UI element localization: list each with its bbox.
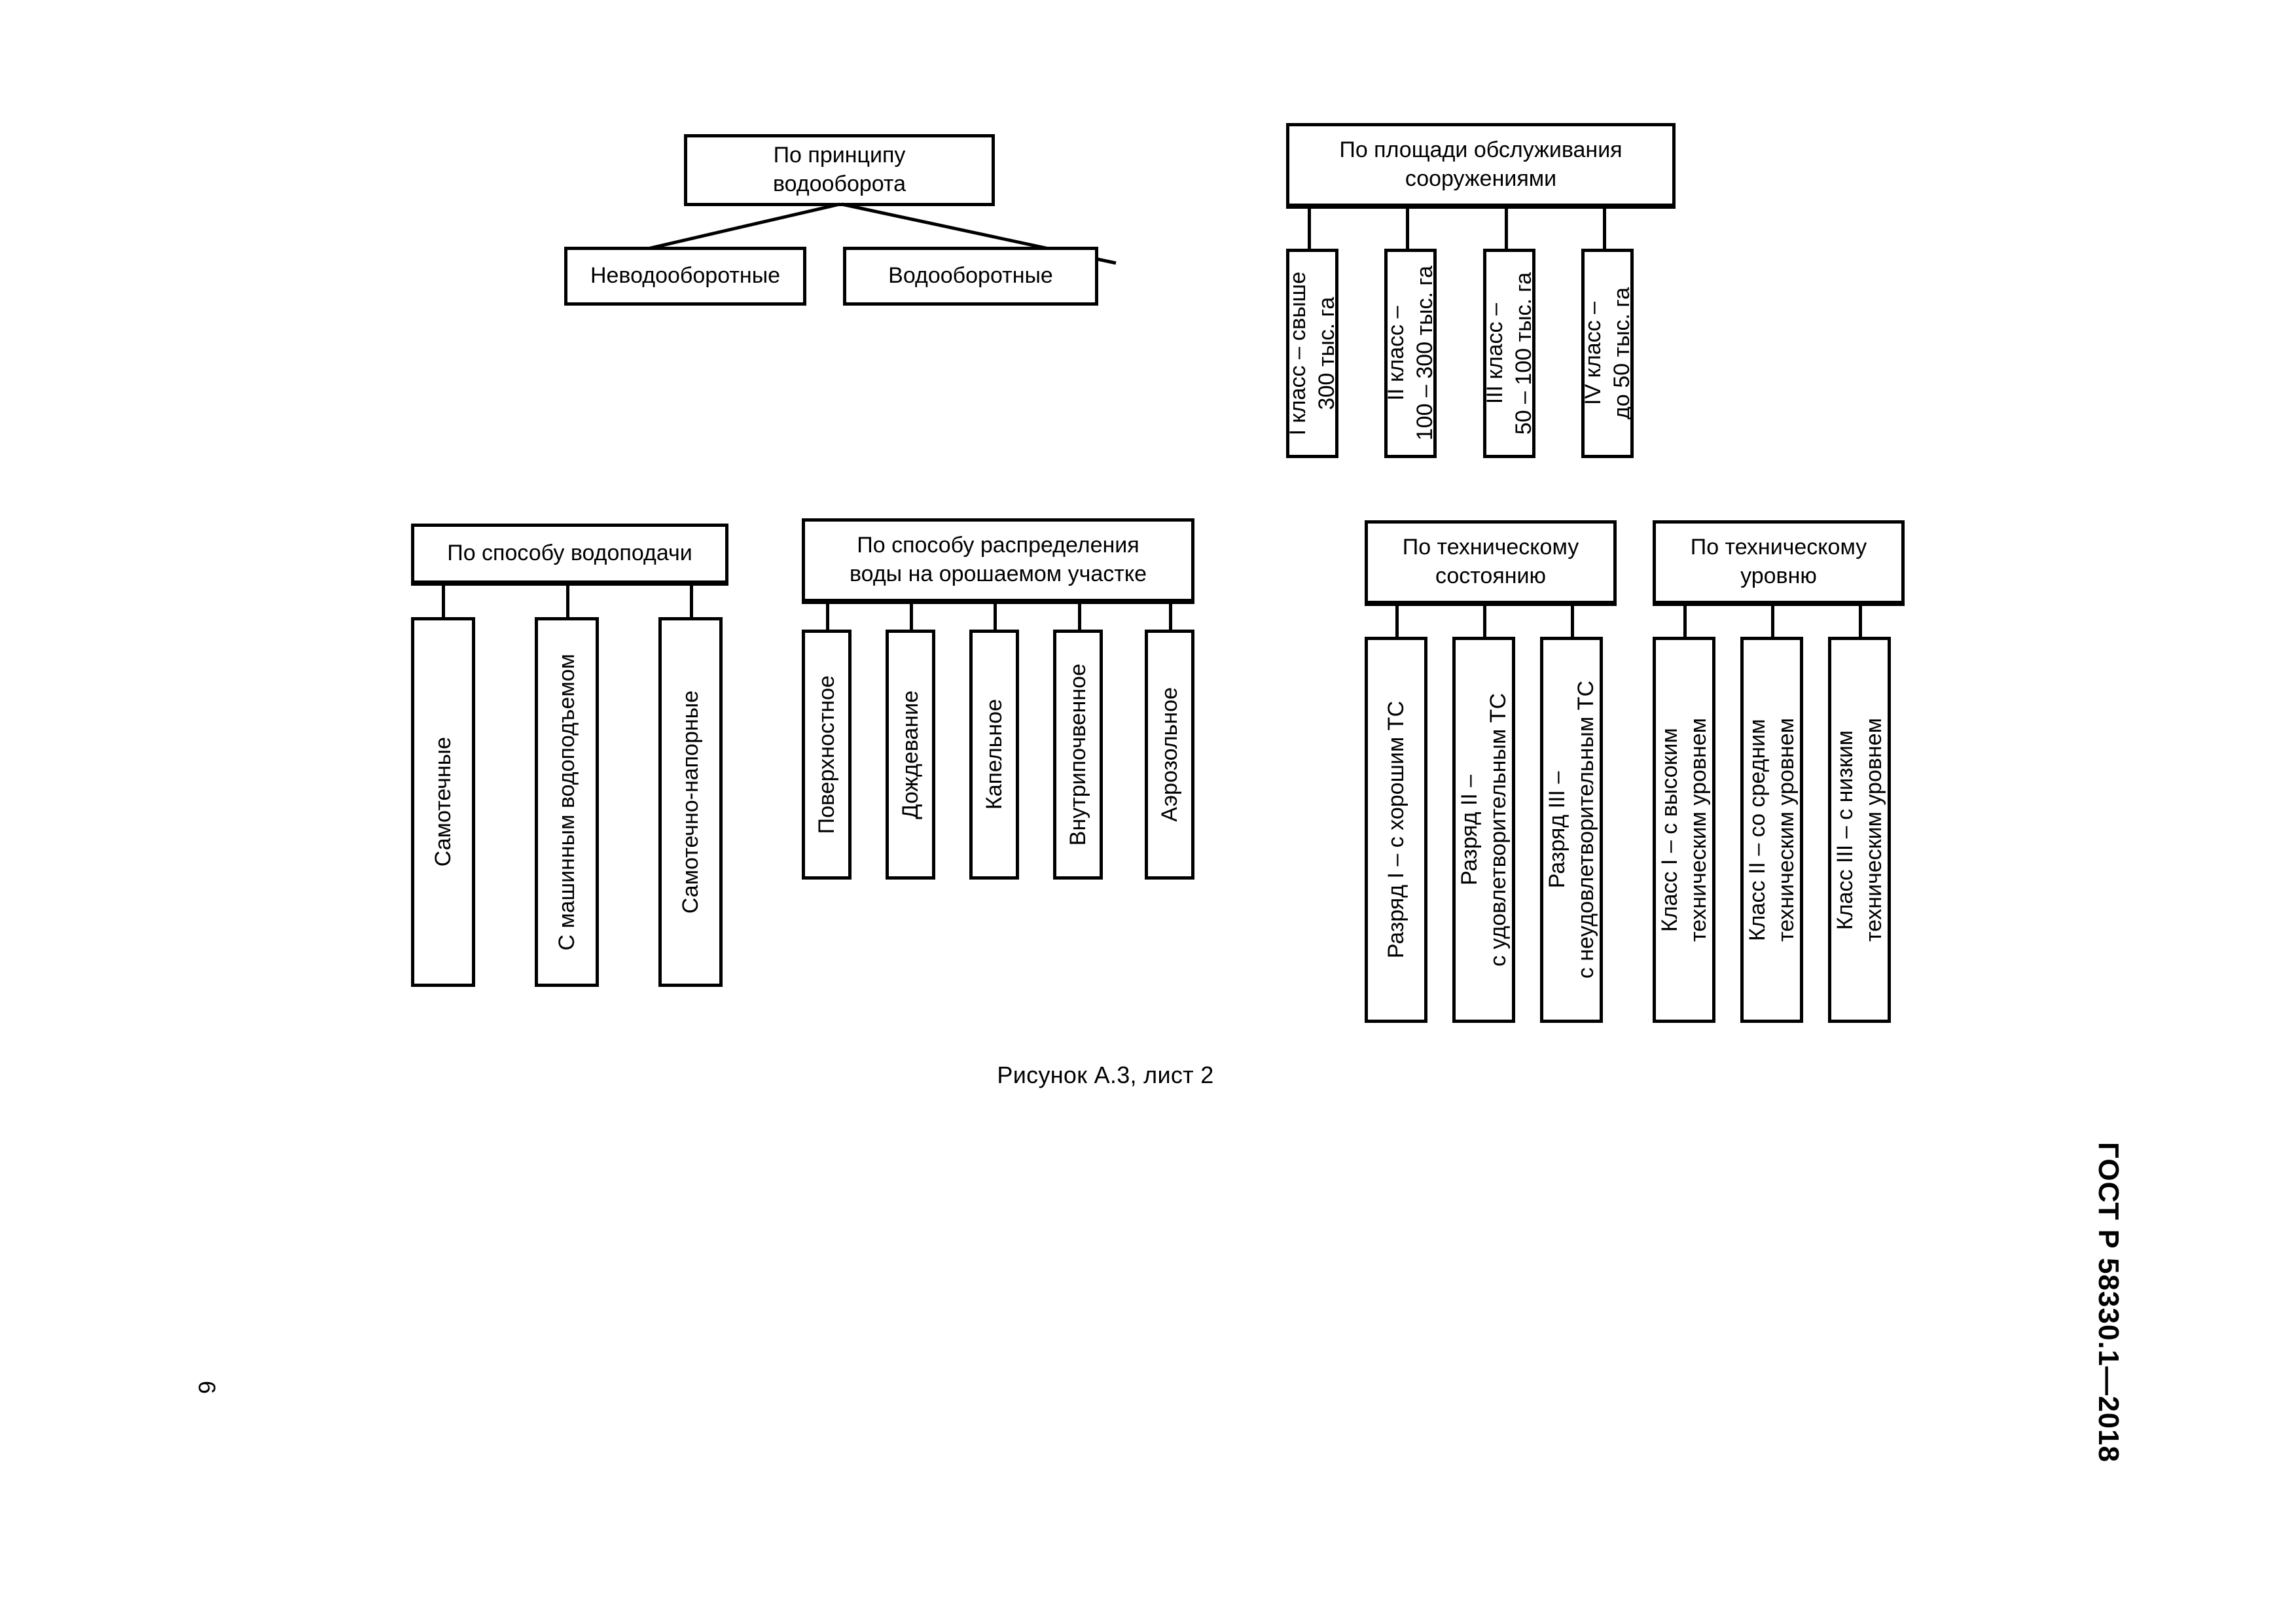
leaf-klass-1-technical-level: Класс I – с высоким техническим уровнем xyxy=(1653,637,1715,1023)
connector-bus-group3 xyxy=(411,582,728,586)
connector-bus-group4 xyxy=(802,601,1194,604)
leaf-label: II класс – 100 – 300 тыс. га xyxy=(1383,266,1437,441)
group-title-service-area: По площади обслуживания сооружениями xyxy=(1286,123,1676,207)
leaf-razryad-3: Разряд III – с неудовлетворительным ТС xyxy=(1540,637,1603,1023)
connector-drop-group6-3 xyxy=(1859,603,1862,638)
connector-drop-group6-2 xyxy=(1771,603,1774,638)
leaf-poverkhnostnoe: Поверхностное xyxy=(802,630,852,880)
connector-drop-group4-4 xyxy=(1078,601,1081,635)
leaf-label: Самотечно-напорные xyxy=(677,690,703,914)
connector-drop-group3-2 xyxy=(566,582,569,618)
connector-drop-group2-1 xyxy=(1308,205,1311,250)
leaf-razryad-1: Разряд I – с хорошим ТС xyxy=(1365,637,1427,1023)
standard-number-sidebar: ГОСТ Р 58330.1—2018 xyxy=(2092,1142,2125,1463)
leaf-samotechno-napornye: Самотечно-напорные xyxy=(658,617,723,987)
connector-drop-group4-5 xyxy=(1169,601,1172,635)
leaf-klass-2-technical-level: Класс II – со средним техническим уровне… xyxy=(1740,637,1803,1023)
leaf-label: Капельное xyxy=(981,699,1007,810)
connector-drop-group2-4 xyxy=(1603,205,1606,250)
leaf-label: С машинным водоподъемом xyxy=(554,653,579,951)
leaf-klass-3-technical-level: Класс III – с низким техническим уровнем xyxy=(1828,637,1891,1023)
leaf-nevodooborotnye: Неводооборотные xyxy=(564,247,806,306)
leaf-label: Класс I – с высоким техническим уровнем xyxy=(1657,718,1711,942)
leaf-class-3-service-area: III класс – 50 – 100 тыс. га xyxy=(1482,249,1536,458)
connector-drop-group4-2 xyxy=(910,601,913,635)
leaf-class-2-service-area: II класс – 100 – 300 тыс. га xyxy=(1384,249,1437,458)
figure-caption: Рисунок А.3, лист 2 xyxy=(0,1061,2296,1089)
leaf-label: Самотечные xyxy=(430,737,456,867)
group-title-water-distribution-method: По способу распределения воды на орошаем… xyxy=(802,518,1194,602)
leaf-vnutripochvennoe: Внутрипочвенное xyxy=(1053,630,1103,880)
connector-bus-group2 xyxy=(1286,205,1676,209)
connector-drop-group4-1 xyxy=(826,601,829,635)
group-title-technical-condition: По техническому состоянию xyxy=(1365,520,1617,604)
leaf-label: Класс III – с низким техническим уровнем xyxy=(1832,718,1886,942)
leaf-label: Класс II – со средним техническим уровне… xyxy=(1744,718,1799,942)
group-title-technical-level: По техническому уровню xyxy=(1653,520,1905,604)
connector-drop-group5-1 xyxy=(1395,603,1399,638)
figure-caption-text: Рисунок А.3, лист 2 xyxy=(997,1061,1214,1088)
connector-drop-group4-3 xyxy=(994,601,997,635)
leaf-kapelnoe: Капельное xyxy=(969,630,1019,880)
connector-drop-group2-2 xyxy=(1406,205,1409,250)
leaf-label: I класс – свыше 300 тыс. га xyxy=(1285,271,1339,436)
leaf-label: Внутрипочвенное xyxy=(1065,663,1090,846)
connector-drop-group5-3 xyxy=(1571,603,1574,638)
leaf-class-1-service-area: I класс – свыше 300 тыс. га xyxy=(1285,249,1339,458)
connector-drop-group3-3 xyxy=(690,582,693,618)
leaf-razryad-2: Разряд II – с удовлетворительным ТС xyxy=(1452,637,1515,1023)
group-title-water-supply-method: По способу водоподачи xyxy=(411,524,728,584)
leaf-label: Аэрозольное xyxy=(1157,687,1182,822)
leaf-vodooborotnye: Водооборотные xyxy=(843,247,1098,306)
leaf-class-4-service-area: IV класс – до 50 тыс. га xyxy=(1581,249,1634,458)
connector-bus-group5 xyxy=(1365,603,1617,606)
leaf-label: IV класс – до 50 тыс. га xyxy=(1580,287,1634,419)
leaf-label: Разряд II – с удовлетворительным ТС xyxy=(1456,693,1511,967)
leaf-aerozolnoe: Аэрозольное xyxy=(1145,630,1194,880)
leaf-dozhdevanie: Дождевание xyxy=(886,630,935,880)
leaf-label: III класс – 50 – 100 тыс. га xyxy=(1482,272,1536,435)
leaf-s-mashinnym-vodopodyemom: С машинным водоподъемом xyxy=(535,617,599,987)
connector-drop-group5-2 xyxy=(1483,603,1486,638)
leaf-label: Дождевание xyxy=(897,690,923,819)
page-number: 9 xyxy=(194,1381,221,1395)
connector-bus-group6 xyxy=(1653,603,1905,606)
leaf-label: Разряд III – с неудовлетворительным ТС xyxy=(1544,681,1598,979)
leaf-label: Поверхностное xyxy=(814,675,839,834)
leaf-samotechnye: Самотечные xyxy=(411,617,475,987)
connector-drop-group2-3 xyxy=(1505,205,1508,250)
connector-drop-group3-1 xyxy=(442,582,445,618)
group-title-water-circulation-principle: По принципу водооборота xyxy=(684,134,995,206)
leaf-label: Разряд I – с хорошим ТС xyxy=(1383,701,1408,959)
connector-drop-group6-1 xyxy=(1683,603,1687,638)
